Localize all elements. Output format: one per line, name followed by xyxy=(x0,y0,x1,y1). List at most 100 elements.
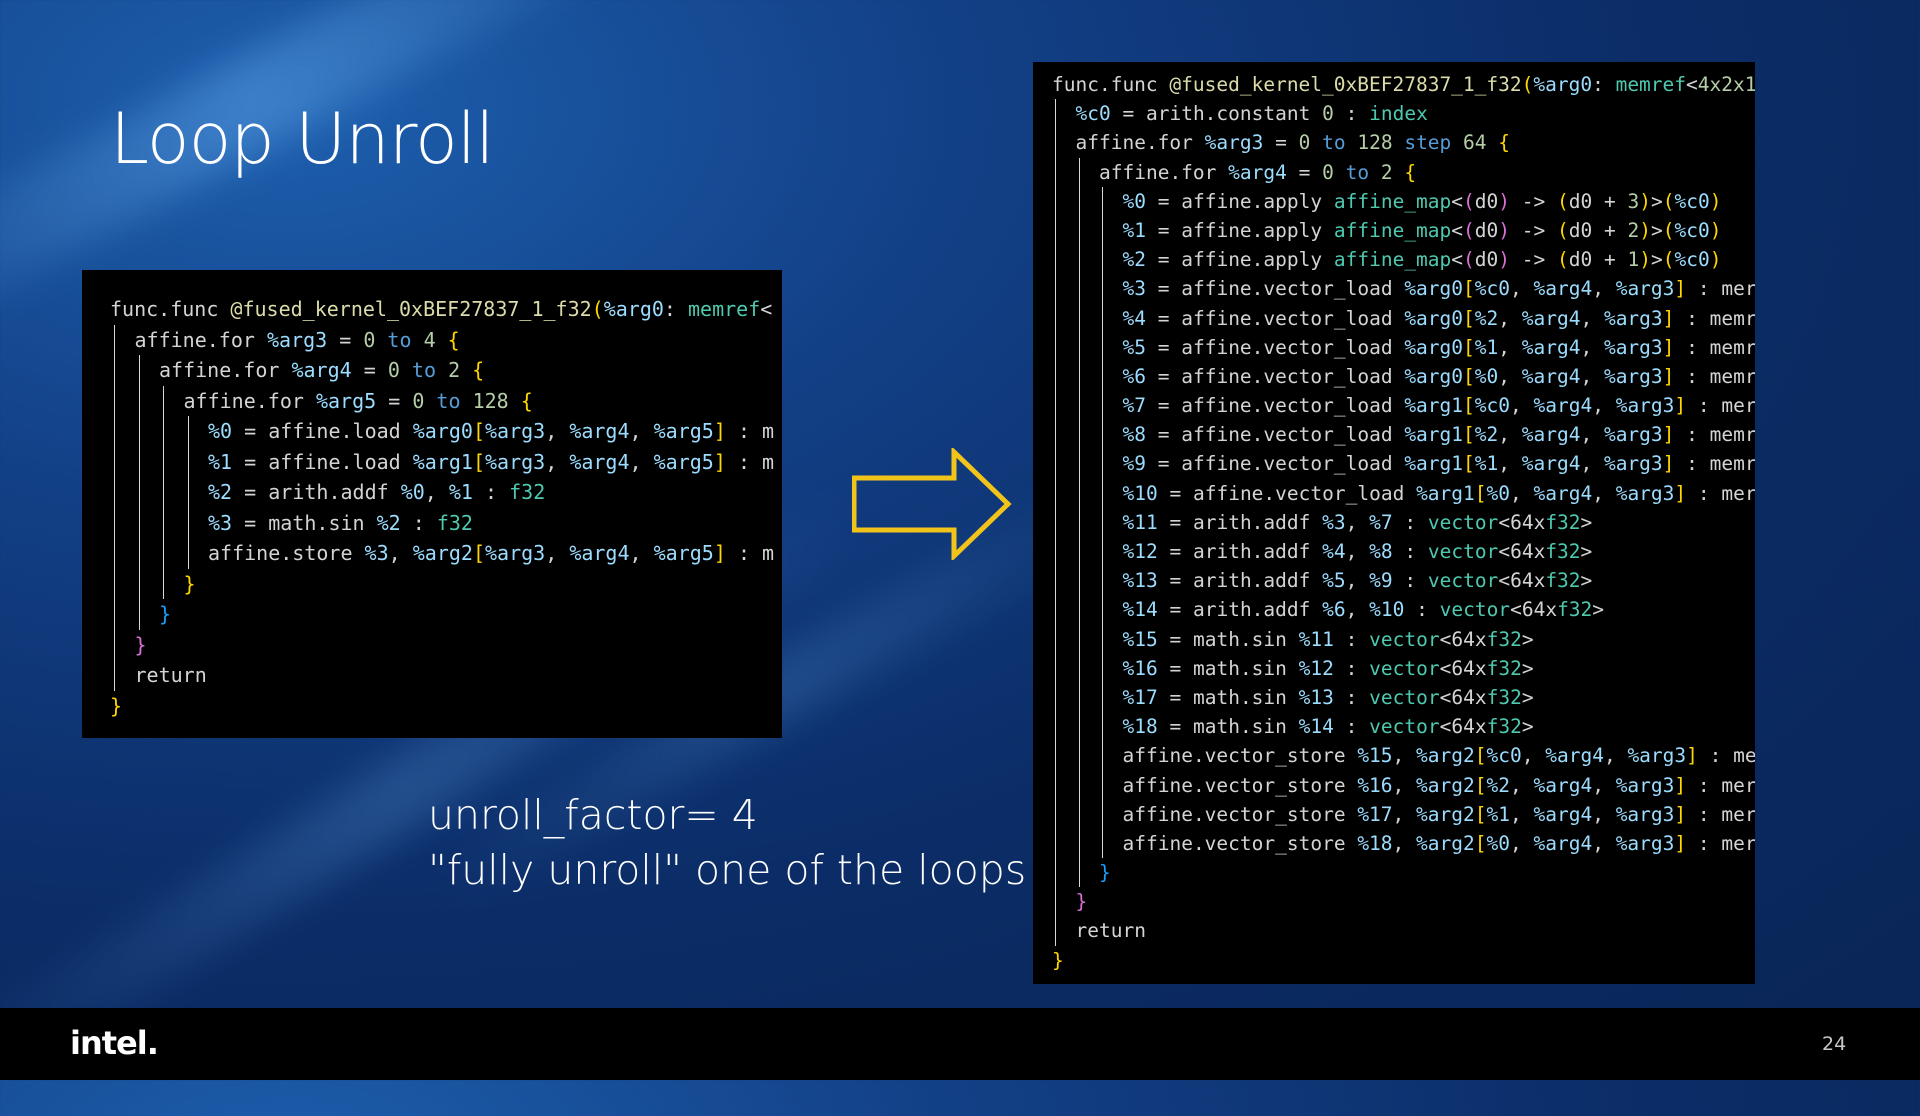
right-arrow-icon xyxy=(852,448,1012,560)
code-line: %1 = affine.apply affine_map<(d0) -> (d0… xyxy=(1052,215,1755,246)
code-text: affine.vector_store %16, %arg2[%2, %arg4… xyxy=(1122,773,1756,797)
indent-guide xyxy=(1055,770,1056,800)
indent-guide xyxy=(163,507,164,538)
code-line: %1 = affine.load %arg1[%arg3, %arg4, %ar… xyxy=(110,446,774,477)
indent-guide xyxy=(114,538,115,569)
code-text: %17 = math.sin %13 : vector<64xf32> xyxy=(1122,685,1534,709)
indent-guide xyxy=(1055,449,1056,479)
indent-guide xyxy=(1102,361,1103,392)
indent-guide xyxy=(1078,858,1080,888)
indent-guide xyxy=(1102,595,1103,625)
indent-guide xyxy=(1102,537,1103,567)
indent-guide xyxy=(1078,595,1080,625)
indent-guide xyxy=(1055,420,1056,450)
code-line: %14 = arith.addf %6, %10 : vector<64xf32… xyxy=(1052,595,1755,625)
indent-guide xyxy=(1078,653,1080,683)
indent-guide xyxy=(1055,332,1056,362)
indent-guide xyxy=(1078,770,1080,800)
indent-guide xyxy=(114,324,115,355)
code-line: } xyxy=(110,691,774,722)
code-text: return xyxy=(1075,919,1146,943)
indent-guide xyxy=(1102,186,1103,216)
indent-guide xyxy=(163,385,164,416)
code-line: %3 = math.sin %2 : f32 xyxy=(110,507,774,538)
indent-guide xyxy=(1055,361,1056,392)
code-line: return xyxy=(110,660,774,691)
indent-guide xyxy=(1078,215,1080,246)
code-text: affine.store %3, %arg2[%arg3, %arg4, %ar… xyxy=(208,541,775,565)
code-line: %0 = affine.load %arg0[%arg3, %arg4, %ar… xyxy=(110,416,774,447)
code-line: %15 = math.sin %11 : vector<64xf32> xyxy=(1052,624,1755,654)
indent-guide xyxy=(1102,449,1103,479)
code-line: %c0 = arith.constant 0 : index xyxy=(1052,99,1755,129)
indent-guide xyxy=(114,446,115,477)
code-line: %9 = affine.vector_load %arg1[%1, %arg4,… xyxy=(1052,449,1755,479)
indent-guide xyxy=(1055,858,1056,888)
code-line: affine.vector_store %18, %arg2[%0, %arg4… xyxy=(1052,828,1756,859)
indent-guide xyxy=(163,538,164,569)
indent-guide xyxy=(1055,303,1056,333)
code-text: affine.vector_store %17, %arg2[%1, %arg4… xyxy=(1122,802,1756,826)
code-line: } xyxy=(1052,887,1755,917)
indent-guide xyxy=(114,507,115,538)
code-line: affine.for %arg5 = 0 to 128 { xyxy=(110,385,774,416)
page-number: 24 xyxy=(1822,1033,1847,1055)
indent-guide xyxy=(1055,828,1056,859)
code-text: %16 = math.sin %12 : vector<64xf32> xyxy=(1122,656,1534,680)
code-line: %16 = math.sin %12 : vector<64xf32> xyxy=(1052,653,1755,683)
indent-guide xyxy=(1078,361,1080,392)
code-line: %11 = arith.addf %3, %7 : vector<64xf32> xyxy=(1052,507,1755,537)
indent-guide xyxy=(1102,303,1103,333)
code-line: %6 = affine.vector_load %arg0[%0, %arg4,… xyxy=(1052,361,1755,392)
code-line: } xyxy=(110,629,774,660)
indent-guide xyxy=(1078,332,1080,362)
indent-guide xyxy=(1055,624,1056,654)
code-text: %0 = affine.apply affine_map<(d0) -> (d0… xyxy=(1122,189,1722,213)
indent-guide xyxy=(187,477,189,508)
code-text: %c0 = arith.constant 0 : index xyxy=(1075,102,1428,126)
code-text: affine.for %arg3 = 0 to 128 step 64 { xyxy=(1075,131,1511,155)
caption-line-2: "fully unroll" one of the loops xyxy=(428,846,1027,894)
code-line: %17 = math.sin %13 : vector<64xf32> xyxy=(1052,682,1755,713)
code-line: %18 = math.sin %14 : vector<64xf32> xyxy=(1052,712,1755,742)
indent-guide xyxy=(1102,507,1103,537)
indent-guide xyxy=(1055,186,1056,216)
code-line: affine.store %3, %arg2[%arg3, %arg4, %ar… xyxy=(110,538,774,569)
code-text: affine.for %arg4 = 0 to 2 { xyxy=(1099,160,1417,184)
code-text: %7 = affine.vector_load %arg1[%c0, %arg4… xyxy=(1122,394,1756,418)
code-text: } xyxy=(1075,890,1088,914)
code-before-lines: func.func @fused_kernel_0xBEF27837_1_f32… xyxy=(110,294,774,721)
indent-guide xyxy=(163,446,164,477)
code-text: } xyxy=(110,693,123,718)
code-text: %15 = math.sin %11 : vector<64xf32> xyxy=(1122,627,1534,651)
indent-guide xyxy=(1102,770,1103,800)
code-text: affine.for %arg3 = 0 to 4 { xyxy=(134,327,460,352)
indent-guide xyxy=(1078,391,1080,421)
code-text: %4 = affine.vector_load %arg0[%2, %arg4,… xyxy=(1122,306,1756,330)
indent-guide xyxy=(138,385,140,416)
code-line: %0 = affine.apply affine_map<(d0) -> (d0… xyxy=(1052,186,1755,216)
code-text: } xyxy=(159,602,172,626)
indent-guide xyxy=(1055,741,1056,771)
code-line: %7 = affine.vector_load %arg1[%c0, %arg4… xyxy=(1052,391,1756,421)
code-text: } xyxy=(1099,861,1111,885)
indent-guide xyxy=(1102,245,1103,275)
code-line: func.func @fused_kernel_0xBEF27837_1_f32… xyxy=(1052,70,1755,99)
indent-guide xyxy=(1078,303,1080,333)
code-line: %2 = arith.addf %0, %1 : f32 xyxy=(110,477,774,508)
code-text: } xyxy=(1052,948,1064,972)
indent-guide xyxy=(1055,157,1056,187)
code-line: affine.vector_store %15, %arg2[%c0, %arg… xyxy=(1052,741,1755,771)
indent-guide xyxy=(163,416,164,447)
indent-guide xyxy=(1055,274,1056,304)
indent-guide xyxy=(1102,799,1103,829)
indent-guide xyxy=(1055,566,1056,596)
code-before-panel: func.func @fused_kernel_0xBEF27837_1_f32… xyxy=(82,270,782,738)
indent-guide xyxy=(163,568,164,599)
indent-guide xyxy=(1078,828,1080,859)
indent-guide xyxy=(138,507,140,538)
code-text: %3 = math.sin %2 : f32 xyxy=(208,510,473,535)
code-text: affine.vector_store %18, %arg2[%0, %arg4… xyxy=(1122,831,1756,855)
code-line: %13 = arith.addf %5, %9 : vector<64xf32> xyxy=(1052,566,1755,596)
intel-logo: intel. xyxy=(70,1024,159,1062)
